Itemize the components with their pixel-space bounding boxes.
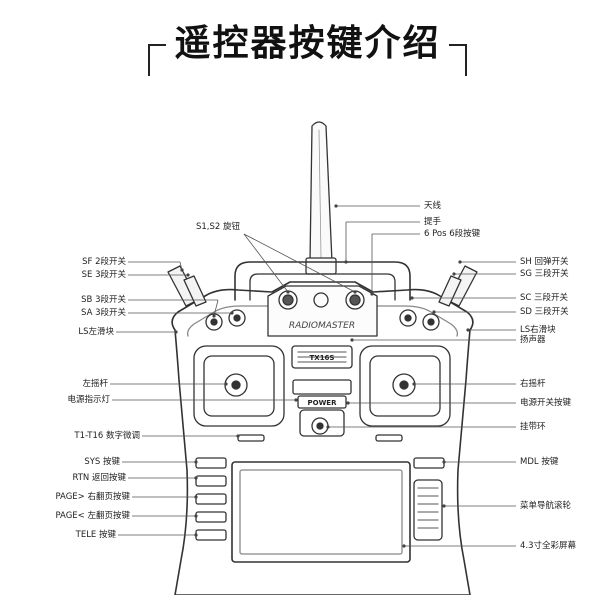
handle-drawing (234, 261, 411, 301)
label-digital-trims: T1-T16 数字微调 (74, 431, 140, 441)
left-gimbal-drawing (193, 345, 285, 427)
label-left-slider: LS左滑块 (78, 327, 114, 337)
label-page-next-key: PAGE> 右翻页按键 (55, 492, 130, 502)
label-sc-switch: SC 三段开关 (520, 293, 569, 303)
label-left-stick: 左摇杆 (82, 379, 108, 389)
leader-lines (110, 205, 516, 547)
label-antenna: 天线 (424, 201, 442, 211)
power-area-drawing: POWER (292, 379, 352, 437)
label-sg-switch: SG 三段开关 (520, 269, 569, 279)
right-switches-drawing (399, 265, 478, 331)
title-decor-line-left (148, 44, 166, 46)
label-sys-key: SYS 按键 (84, 457, 120, 467)
label-power-led: 电源指示灯 (67, 395, 110, 405)
label-power-button: 电源开关按键 (520, 398, 572, 408)
label-nav-wheel: 菜单导航滚轮 (520, 501, 572, 511)
title-row: 遥控器按键介绍 (0, 14, 615, 76)
title-decor-bar-left (148, 44, 150, 76)
screen-drawing (231, 461, 411, 563)
left-buttons-drawing (195, 457, 227, 541)
trims-drawing (237, 434, 403, 442)
label-sd-switch: SD 三段开关 (520, 307, 569, 317)
label-s1-s2-knobs: S1,S2 旋钮 (196, 222, 241, 232)
label-se-switch: SE 3段开关 (81, 270, 126, 280)
label-sh-switch: SH 回弹开关 (520, 257, 569, 267)
label-lanyard-ring: 挂带环 (520, 422, 546, 432)
right-controls-drawing (413, 457, 445, 541)
right-gimbal-drawing (359, 345, 451, 427)
title-decor-line-right (449, 44, 467, 46)
label-handle: 提手 (424, 217, 442, 227)
left-switches-drawing (167, 265, 246, 331)
label-tele-key: TELE 按键 (75, 530, 116, 540)
title-decor-bar-right (465, 44, 467, 76)
label-mdl-key: MDL 按键 (520, 457, 559, 467)
svg-text:TX16S: TX16S (310, 354, 335, 362)
label-rtn-key: RTN 返回按键 (72, 473, 126, 483)
speaker-drawing: TX16S (291, 345, 353, 369)
antenna-drawing (305, 121, 337, 275)
label-right-stick: 右摇杆 (520, 379, 546, 389)
leader-dots (174, 204, 470, 548)
label-sa-switch: SA 3段开关 (81, 308, 126, 318)
label-page-prev-key: PAGE< 左翻页按键 (55, 511, 130, 521)
svg-text:POWER: POWER (308, 399, 338, 407)
label-speaker: 扬声器 (520, 335, 546, 345)
svg-text:RADIOMASTER: RADIOMASTER (289, 321, 355, 331)
label-sb-switch: SB 3段开关 (81, 295, 126, 305)
label-right-slider: LS右滑块 (520, 325, 556, 335)
label-screen: 4.3寸全彩屏幕 (520, 541, 577, 551)
label-sf-switch: SF 2段开关 (82, 257, 126, 267)
page-title: 遥控器按键介绍 (174, 23, 441, 64)
label-six-pos-buttons: 6 Pos 6段按键 (424, 229, 481, 239)
top-panel-drawing: RADIOMASTER (267, 285, 378, 337)
